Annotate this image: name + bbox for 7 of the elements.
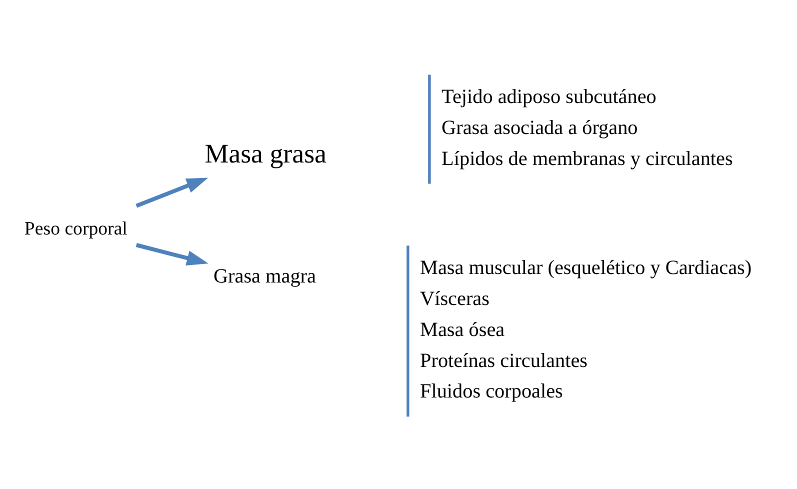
arrow: [136, 177, 208, 208]
node-text: Masa grasa: [204, 138, 327, 168]
node-text: Grasa magra: [213, 265, 316, 288]
node-text: Masa muscular (esquelético y Cardiacas) Vísceras Masa ósea Proteínas circulantes Fluidos corpoales: [420, 256, 752, 402]
arrow: [136, 242, 208, 265]
node-text: Tejido adiposo subcutáneo Grasa asociada a órgano Lípidos de membranas y circulantes: [442, 86, 733, 170]
node-text: Peso corporal: [24, 218, 128, 240]
